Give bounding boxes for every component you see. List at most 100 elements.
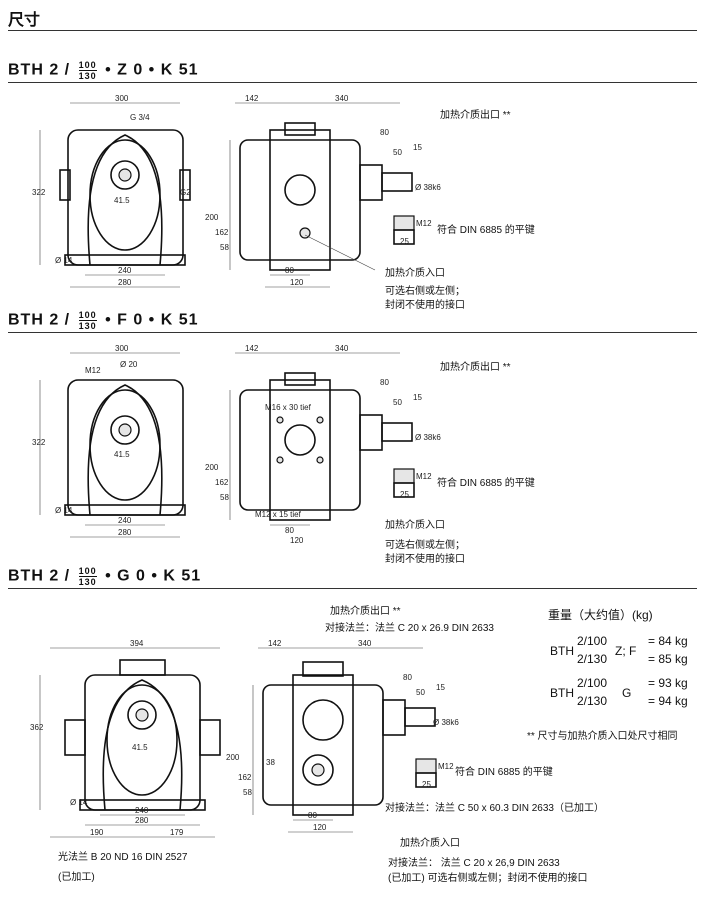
dim-41-5: 41.5 (114, 196, 130, 205)
dim-d14: Ø 14 (55, 256, 73, 265)
weight-type: G (622, 686, 632, 700)
s2-outlet-label: 加热介质出口 ** (440, 362, 511, 373)
dim-340: 340 (335, 94, 349, 103)
dim-width: 300 (115, 94, 129, 103)
dim-m12: M12 (85, 366, 101, 375)
dim-25: 25 (400, 490, 409, 499)
dim-m12: M12 (438, 762, 454, 771)
weight-value-2: = 85 kg (648, 652, 688, 666)
weight-prefix: BTH (550, 644, 574, 658)
dim-50: 50 (393, 148, 402, 157)
s3-bare-flange-1: 光法兰 B 20 ND 16 DIN 2527 (58, 852, 188, 863)
dim-15: 15 (436, 683, 445, 692)
dim-m12: M12 (416, 472, 432, 481)
s3-inlet-label: 加热介质入口 (400, 838, 460, 849)
dim-280: 280 (118, 528, 132, 537)
section-1-side-view: 142 340 200 162 58 80 120 80 50 15 Ø 38k… (205, 94, 441, 288)
dim-340: 340 (358, 639, 372, 648)
s1-outlet-label: 加热介质出口 ** (440, 110, 511, 121)
dim-80: 80 (285, 266, 294, 275)
dim-179: 179 (170, 828, 184, 837)
dim-240: 240 (118, 516, 132, 525)
fraction-bottom: 130 (78, 321, 97, 331)
model-suffix: • G 0 • K 51 (105, 567, 202, 585)
s2-key-label: 符合 DIN 6885 的平键 (437, 478, 535, 489)
dim-162: 162 (215, 228, 229, 237)
s3-inlet-flange-1: 对接法兰： 法兰 C 20 x 26,9 DIN 2633 (388, 858, 560, 869)
weight-size-top: 2/100 (577, 676, 608, 690)
dim-162: 162 (215, 478, 229, 487)
dim-15: 15 (413, 393, 422, 402)
dim-162: 162 (238, 773, 252, 782)
section-1-key-symbol: M12 25 (393, 215, 432, 246)
fraction-bottom: 130 (78, 577, 97, 587)
s3-side-flange: 对接法兰：法兰 C 50 x 60.3 DIN 2633（已加工） (385, 803, 604, 814)
section-1-divider (8, 82, 697, 83)
s2-inlet-label: 加热介质入口 (385, 520, 445, 531)
dim-80: 80 (285, 526, 294, 535)
dim-120: 120 (313, 823, 327, 832)
dim-g2: G2 (180, 188, 191, 197)
section-2-divider (8, 332, 697, 333)
s1-key-label: 符合 DIN 6885 的平键 (437, 225, 535, 236)
dim-shaft-dia: Ø 38k6 (415, 183, 441, 192)
model-suffix: • F 0 • K 51 (105, 311, 199, 329)
dim-d20: Ø 20 (120, 360, 138, 369)
dim-142: 142 (245, 94, 259, 103)
fraction-top: 100 (78, 60, 97, 71)
page-title: 尺寸 (8, 12, 41, 29)
dim-width: 300 (115, 344, 129, 353)
dim-shaft-dia: Ø 38k6 (433, 718, 459, 727)
weight-size-bottom: 2/130 (577, 694, 608, 708)
dim-m16: M16 x 30 tief (265, 403, 312, 412)
weight-type: Z; F (615, 644, 637, 658)
fraction-bottom: 130 (78, 71, 97, 81)
dim-58: 58 (220, 493, 229, 502)
dim-190: 190 (90, 828, 104, 837)
dim-height: 322 (32, 438, 46, 447)
dim-shaft-dia: Ø 38k6 (415, 433, 441, 442)
s2-option-1: 可选右侧或左侧； (385, 540, 465, 551)
dim-58: 58 (243, 788, 252, 797)
s3-inlet-flange-2: (已加工) 可选右侧或左侧；封闭不使用的接口 (388, 873, 588, 884)
dim-38: 38 (266, 758, 275, 767)
dim-340: 340 (335, 344, 349, 353)
dim-142: 142 (268, 639, 282, 648)
section-2-side-view: 142 340 M16 x 30 tief 200 162 58 M12 x 1… (205, 344, 441, 545)
dim-280: 280 (118, 278, 132, 287)
model-prefix: BTH 2 / (8, 61, 71, 79)
s1-option-2: 封闭不使用的接口 (385, 300, 465, 311)
fraction-top: 100 (78, 310, 97, 321)
s3-bare-flange-2: (已加工) (58, 872, 95, 883)
dim-240: 240 (135, 806, 149, 815)
dim-50: 50 (416, 688, 425, 697)
weight-value-2: = 94 kg (648, 694, 688, 708)
dim-d14: Ø 14 (70, 798, 88, 807)
s3-key-label: 符合 DIN 6885 的平键 (455, 767, 553, 778)
dim-15: 15 (413, 143, 422, 152)
dim-200: 200 (205, 463, 219, 472)
dim-142: 142 (245, 344, 259, 353)
model-prefix: BTH 2 / (8, 567, 71, 585)
dim-m12-15: M12 x 15 tief (255, 510, 302, 519)
weight-prefix: BTH (550, 686, 574, 700)
dim-m12: M12 (416, 219, 432, 228)
dim-120: 120 (290, 536, 304, 545)
dim-58: 58 (220, 243, 229, 252)
weight-group-g: BTH 2/100 2/130 G = 93 kg = 94 kg (550, 676, 700, 712)
fraction-top: 100 (78, 566, 97, 577)
dim-120: 120 (290, 278, 304, 287)
dim-41-5: 41.5 (132, 743, 148, 752)
dim-80-top: 80 (380, 128, 389, 137)
dim-80-top: 80 (403, 673, 412, 682)
section-3-key-symbol: M12 25 (415, 758, 454, 789)
dim-80-top: 80 (380, 378, 389, 387)
s3-outlet-flange: 对接法兰：法兰 C 20 x 26.9 DIN 2633 (325, 623, 494, 634)
s1-option-1: 可选右侧或左侧； (385, 286, 465, 297)
dim-50: 50 (393, 398, 402, 407)
